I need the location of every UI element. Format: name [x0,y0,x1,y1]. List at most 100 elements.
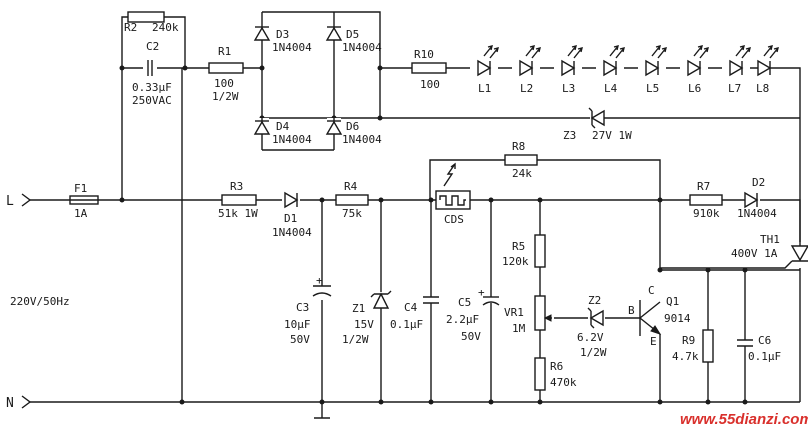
diode-d5: D5 1N4004 [325,26,382,54]
r3-ref: R3 [230,180,243,193]
led-l3: L3 [561,45,583,95]
zener-z2: Z2 6.2V 1/2W [577,294,607,359]
r10-value: 100 [420,78,440,91]
c4-ref: C4 [404,301,418,314]
c4-value: 0.1μF [390,318,423,331]
vr1-ref: VR1 [504,306,524,319]
d2-ref: D2 [752,176,765,189]
c5-ref: C5 [458,296,471,309]
c5-value: 2.2μF [446,313,479,326]
d1-ref: D1 [284,212,297,225]
led-l8: L8 [756,45,779,95]
resistor-r4: R4 75k [335,180,369,220]
watermark: www.55dianzi.com [664,408,808,429]
watermark-text: www.55dianzi.com [680,411,808,428]
cds-ref: CDS [444,213,464,226]
led-l2: L2 [519,45,541,95]
q1-ref: Q1 [666,295,679,308]
terminal-live-label: L [6,194,14,209]
resistor-r3: R3 51k 1W [218,180,258,220]
c5-rating: 50V [461,330,481,343]
d3-ref: D3 [276,28,289,41]
d5-ref: D5 [346,28,359,41]
resistor-r6: R6 470k [534,357,577,391]
d6-part: 1N4004 [342,133,382,146]
f1-value: 1A [74,207,88,220]
resistor-r5: R5 120k [502,234,546,268]
diode-d2: D2 1N4004 [737,176,777,220]
c2-value: 0.33μF [132,81,172,94]
diode-d4: D4 1N4004 [253,118,312,146]
r5-value: 120k [502,255,529,268]
resistor-r2: R2 240k [124,11,179,34]
d4-part: 1N4004 [272,133,312,146]
diode-d3: D3 1N4004 [253,26,312,54]
r6-ref: R6 [550,360,563,373]
led-l3-label: L3 [562,82,575,95]
d1-part: 1N4004 [272,226,312,239]
fuse-f1: F1 1A [69,182,99,220]
r7-value: 910k [693,207,720,220]
diode-d6: D6 1N4004 [325,118,382,146]
d3-part: 1N4004 [272,41,312,54]
resistor-r8: R8 24k [504,140,538,180]
th1-value: 400V 1A [731,247,778,260]
led-l6-label: L6 [688,82,701,95]
q1-pin-e: E [650,335,657,348]
r7-ref: R7 [697,180,710,193]
led-l4: L4 [603,45,625,95]
r9-ref: R9 [682,334,695,347]
r4-value: 75k [342,207,362,220]
r8-ref: R8 [512,140,525,153]
r6-value: 470k [550,376,577,389]
resistor-r7: R7 910k [689,180,723,220]
c3-ref: C3 [296,301,309,314]
led-l1: L1 [477,45,499,95]
d6-ref: D6 [346,120,359,133]
q1-pin-c: C [648,284,655,297]
capacitor-c2: C2 0.33μF 250VAC [132,40,172,107]
capacitor-c5: + C5 2.2μF 50V [446,286,500,343]
z2-value: 6.2V [577,331,604,344]
r8-value: 24k [512,167,532,180]
led-l5-label: L5 [646,82,659,95]
led-l5: L5 [645,45,667,95]
z2-ref: Z2 [588,294,601,307]
z1-value: 15V [354,318,374,331]
led-l7-label: L7 [728,82,741,95]
z2-rating: 1/2W [580,346,607,359]
q1-part: 9014 [664,312,691,325]
transistor-q1: B C E Q1 9014 [628,284,691,348]
z3-ref: Z3 [563,129,576,142]
vr1-value: 1M [512,322,526,335]
r1-value: 100 [214,77,234,90]
potentiometer-vr1: VR1 1M [504,295,552,335]
capacitor-c6: C6 0.1μF [737,334,781,363]
c5-plus: + [478,286,485,299]
resistor-r10: R10 100 [411,48,447,91]
r3-value: 51k 1W [218,207,258,220]
q1-pin-b: B [628,304,635,317]
f1-ref: F1 [74,182,87,195]
resistor-r9: R9 4.7k [672,329,714,363]
z1-ref: Z1 [352,302,365,315]
led-l2-label: L2 [520,82,533,95]
photoresistor-cds: CDS [435,162,471,226]
r9-value: 4.7k [672,350,699,363]
z3-value: 27V 1W [592,129,632,142]
c6-value: 0.1μF [748,350,781,363]
d2-part: 1N4004 [737,207,777,220]
resistor-r1: R1 100 1/2W [208,45,244,103]
c3-value: 10μF [284,318,311,331]
led-l7: L7 [728,45,751,95]
c6-ref: C6 [758,334,771,347]
led-l4-label: L4 [604,82,618,95]
r5-ref: R5 [512,240,525,253]
c2-ref: C2 [146,40,159,53]
led-l6: L6 [687,45,709,95]
r1-ref: R1 [218,45,231,58]
capacitor-c4: C4 0.1μF [390,296,439,331]
z1-rating: 1/2W [342,333,369,346]
